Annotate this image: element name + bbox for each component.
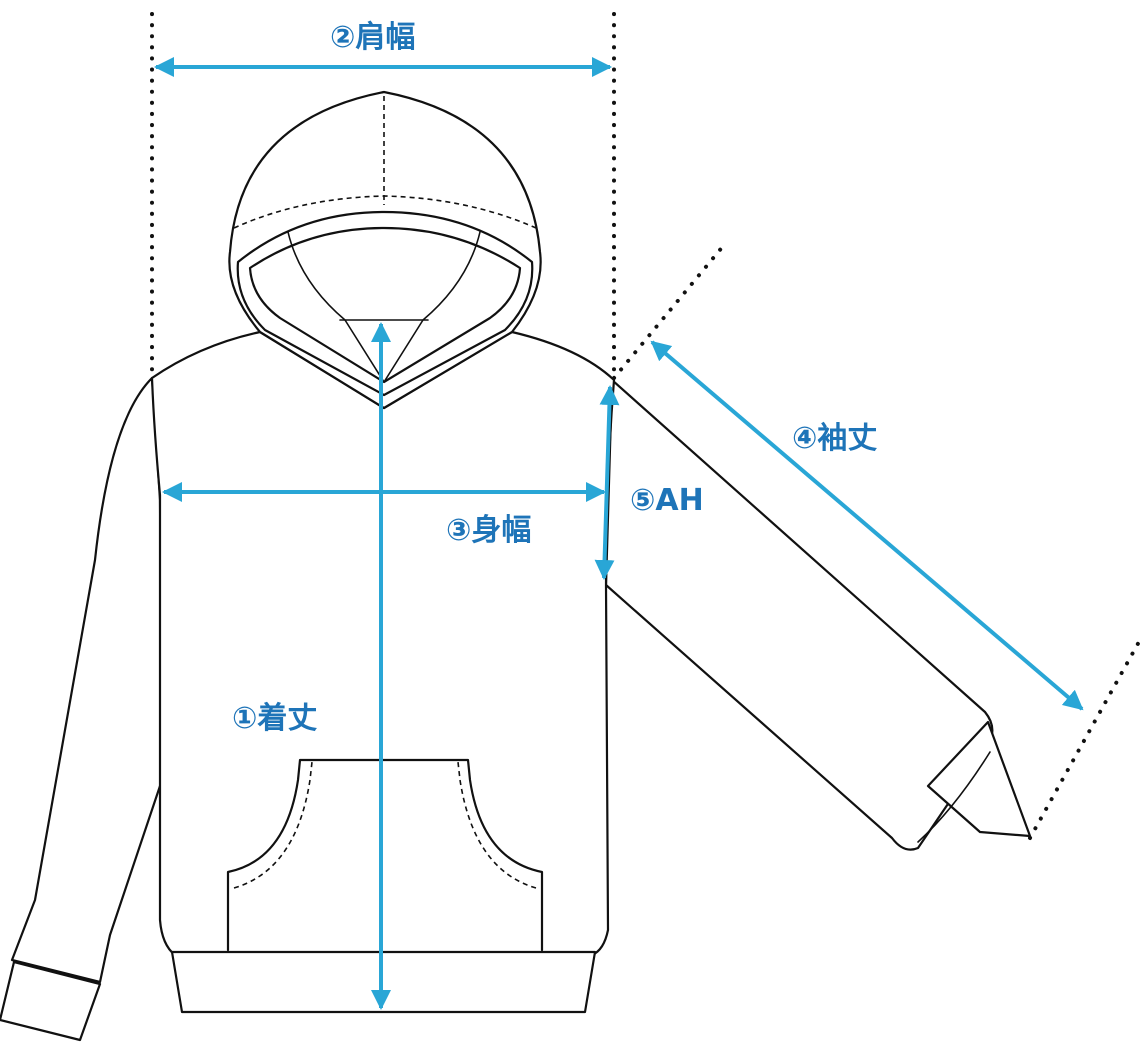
waistband [170, 950, 597, 1014]
sleeve-guide-top [612, 243, 726, 380]
chest-width-label: ③身幅 [446, 513, 531, 548]
sleeve-length-label: ④袖丈 [792, 421, 877, 456]
guide-lines [150, 12, 1142, 840]
sleeve-guide-bottom [1028, 638, 1142, 840]
body-length-label: ①着丈 [232, 701, 317, 736]
right-cuff [926, 720, 1032, 838]
shoulder-width-label: ②肩幅 [330, 20, 415, 55]
measurement-arrows [154, 57, 1084, 1010]
armhole-label: ⑤AH [630, 483, 704, 518]
sleeve-length-arrow [650, 340, 1084, 711]
left-cuff [0, 960, 102, 1042]
neck-inner-right [383, 231, 481, 383]
neck-inner-left [287, 231, 385, 383]
right-cuff-seam [917, 751, 991, 843]
left-sleeve [10, 376, 164, 984]
hoodie-drawing [0, 90, 1032, 1042]
measurement-labels: ②肩幅 ③身幅 ⑤AH ④袖丈 ①着丈 [232, 20, 877, 736]
armhole-arrow [594, 385, 620, 580]
hood-rim-stitch [233, 195, 537, 229]
hood-opening [248, 226, 522, 384]
